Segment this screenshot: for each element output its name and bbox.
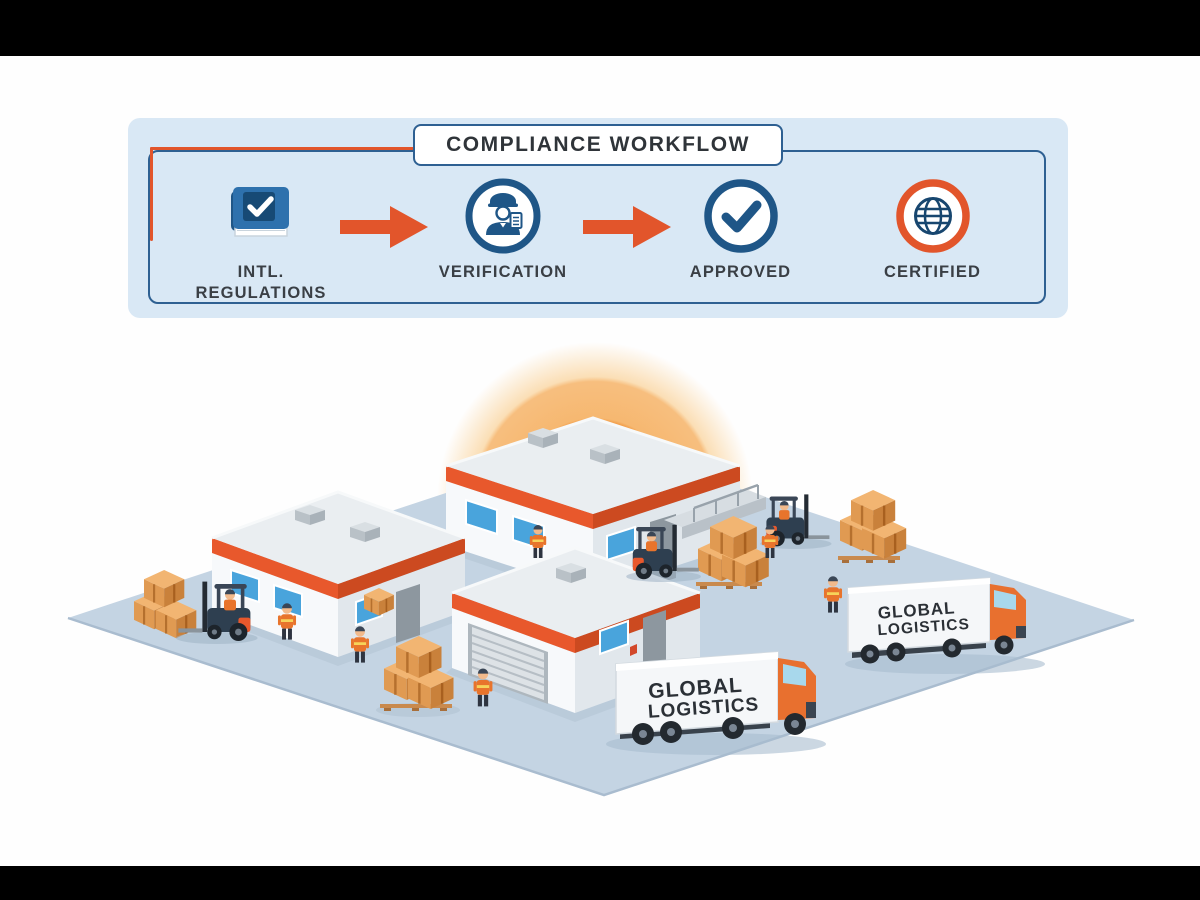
globe-icon <box>895 179 970 253</box>
letterbox-bar-bottom <box>0 866 1200 900</box>
warehouse-left <box>206 490 472 666</box>
roof-ac-units <box>295 505 380 542</box>
step-label: VERIFICATION <box>438 263 568 281</box>
customs-officer-icon <box>465 178 541 254</box>
compliance-workflow-panel: COMPLIANCE WORKFLOW INTL. REGULATIONS <box>128 118 1068 318</box>
step-label: CERTIFIED <box>884 263 981 281</box>
truck-brand-line2: LOGISTICS <box>877 616 971 639</box>
workflow-step-verification: VERIFICATION <box>428 174 578 283</box>
workflow-arrow-icon <box>583 206 671 253</box>
workflow-step-intl-regulations: INTL. REGULATIONS <box>180 174 342 303</box>
step-label: INTL. REGULATIONS <box>195 263 327 302</box>
roof-ac-units <box>556 563 586 583</box>
workflow-title: COMPLIANCE WORKFLOW <box>446 133 750 156</box>
workflow-step-approved: APPROVED <box>668 174 813 283</box>
check-circle-icon <box>703 179 778 253</box>
rulebook-check-icon <box>231 187 289 237</box>
workflow-arrow-icon <box>340 206 428 253</box>
roof-ac-units <box>528 428 620 464</box>
crate-stack-front <box>376 634 460 717</box>
orange-connector-line-vertical <box>150 147 153 241</box>
box-truck-front: GLOBAL LOGISTICS <box>606 651 826 755</box>
orange-connector-line-horizontal <box>150 147 416 150</box>
step-label: APPROVED <box>689 263 792 281</box>
workflow-step-certified: CERTIFIED <box>860 174 1005 283</box>
warehouse-front <box>446 546 707 722</box>
crate-stack-right <box>838 488 908 563</box>
loading-dock <box>664 483 766 539</box>
crate-stack-center <box>696 514 771 589</box>
box-truck-right: GLOBAL LOGISTICS <box>845 577 1045 674</box>
logistics-yard-illustration: GLOBAL LOGISTICS GLOBAL LOGISTICS <box>67 342 1135 797</box>
letterbox-bar-top <box>0 0 1200 56</box>
workflow-title-box: COMPLIANCE WORKFLOW <box>413 124 783 166</box>
